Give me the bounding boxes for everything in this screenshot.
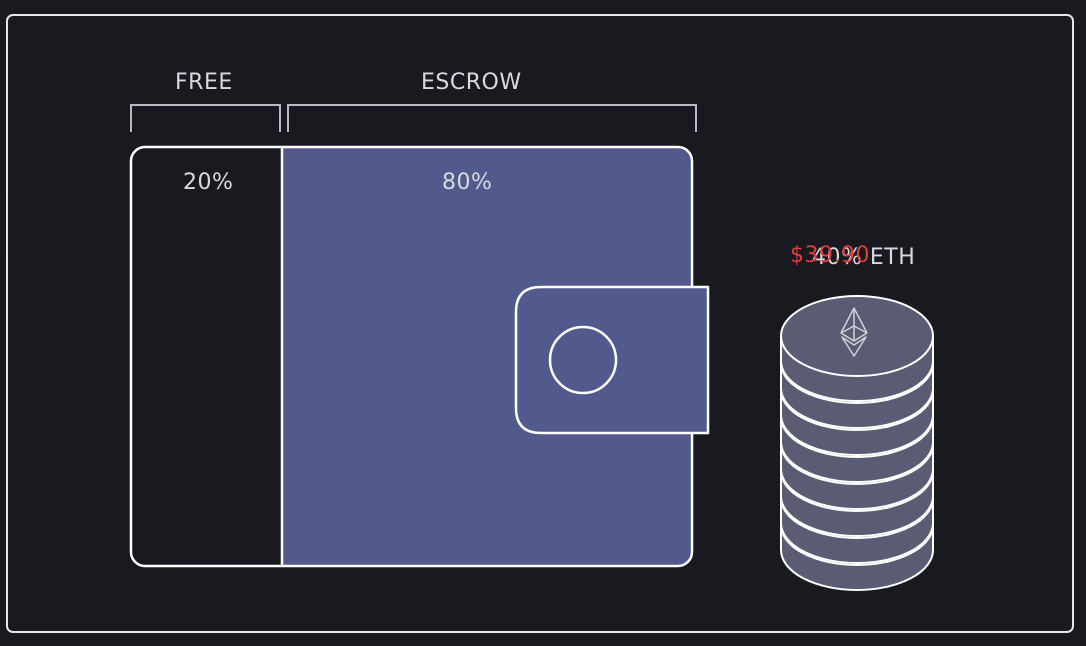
free-bracket [130,104,281,132]
wallet-clasp [514,285,710,435]
coin-stack [780,295,934,591]
ethereum-icon [840,307,868,357]
escrow-percent: 80% [442,170,493,195]
free-percent: 20% [183,170,234,195]
outer-frame [6,14,1074,633]
wallet-clasp-button [548,325,618,395]
wallet-free-section [131,147,282,566]
wallet [129,145,710,568]
coin [780,295,934,402]
escrow-label: ESCROW [421,70,522,95]
free-label: FREE [175,70,233,95]
escrow-bracket [287,104,697,132]
eth-allocation-label: 40% ETH [812,245,916,270]
usd-value-label: $39.90 [790,243,870,268]
